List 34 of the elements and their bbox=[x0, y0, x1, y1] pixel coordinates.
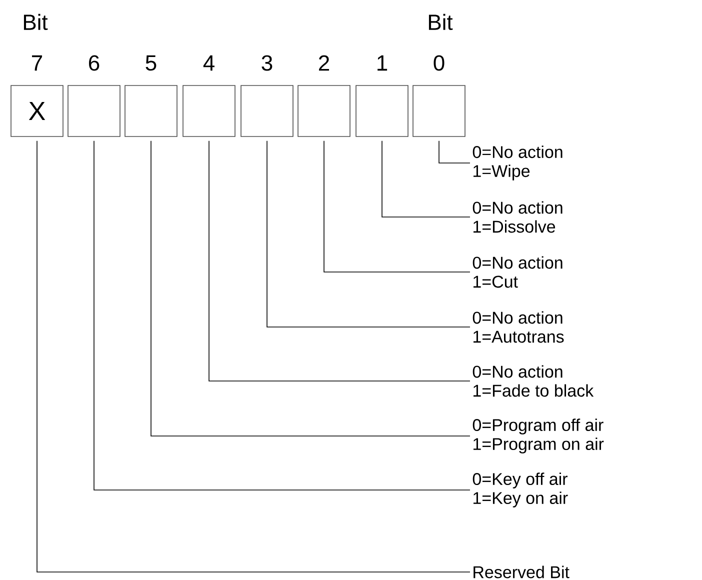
bit-heading: Bit bbox=[24, 14, 48, 30]
leader-line bbox=[94, 140, 470, 490]
bit-number: 2 bbox=[319, 55, 330, 71]
bit-number: 6 bbox=[89, 55, 100, 71]
bit-box bbox=[240, 85, 294, 137]
bit-number: 5 bbox=[146, 55, 156, 71]
bit-box: X bbox=[10, 85, 64, 137]
bit-number: 7 bbox=[32, 55, 42, 71]
bit-box bbox=[182, 85, 236, 137]
bit-number: 0 bbox=[434, 55, 444, 71]
bit-description: 0=Key off air 1=Key on air bbox=[472, 472, 568, 508]
bit-box bbox=[298, 85, 350, 137]
leader-line bbox=[382, 140, 470, 218]
bit-description: 0=No action 1=Fade to black bbox=[472, 365, 594, 397]
bit-box bbox=[124, 85, 178, 137]
leader-line bbox=[438, 140, 470, 164]
bit-heading: Bit bbox=[428, 14, 453, 30]
bit-number: 3 bbox=[262, 55, 272, 71]
bit-description: 0=No action 1=Dissolve bbox=[472, 201, 562, 233]
leader-line bbox=[36, 140, 470, 572]
bit-box bbox=[412, 85, 466, 137]
bit-box bbox=[68, 85, 120, 137]
leader-line bbox=[266, 140, 470, 328]
bit-number: 4 bbox=[203, 55, 214, 71]
leader-line bbox=[208, 140, 470, 382]
leader-line bbox=[150, 140, 470, 436]
bit-box bbox=[356, 85, 408, 137]
bit-description: 0=No action 1=Autotrans bbox=[472, 311, 564, 343]
bit-description: 0=No action 1=Wipe bbox=[472, 146, 562, 180]
bit-description: 0=Program off air 1=Program on air bbox=[472, 418, 604, 454]
leader-line bbox=[324, 140, 470, 272]
bit-number: 1 bbox=[378, 55, 388, 71]
bit-description: Reserved Bit bbox=[474, 566, 570, 578]
bit-description: 0=No action 1=Cut bbox=[472, 256, 562, 288]
